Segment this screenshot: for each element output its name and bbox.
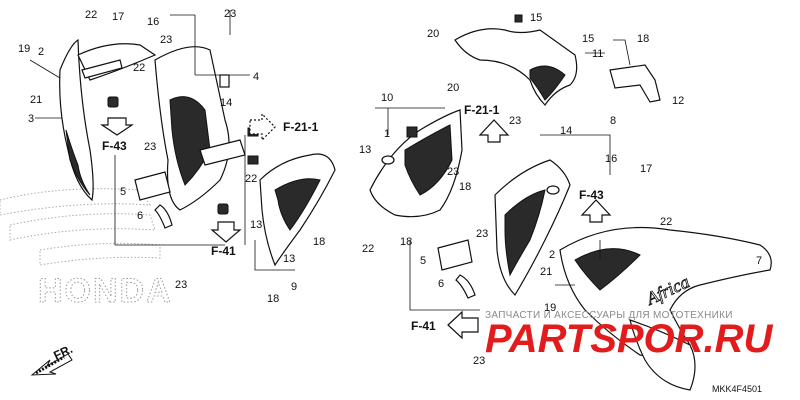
grommet-part-1 — [381, 155, 395, 165]
callout-15: 15 — [530, 12, 542, 24]
callout-21: 21 — [30, 94, 42, 106]
callout-13: 13 — [359, 144, 371, 156]
callout-15: 15 — [582, 33, 594, 45]
reference-labels: F-43 F-21-1 F-41 F-21-1 F-43 F-41 — [102, 103, 604, 333]
diagram-code: MKK4F4501 — [712, 384, 762, 394]
callout-8: 8 — [610, 115, 616, 127]
ref-f43-left: F-43 — [102, 139, 127, 153]
callout-13: 13 — [250, 219, 262, 231]
callout-20: 20 — [427, 28, 439, 40]
pad-part-5-left — [134, 171, 171, 201]
callout-20: 20 — [447, 82, 459, 94]
clip-center — [406, 126, 418, 138]
callout-23: 23 — [476, 228, 488, 240]
callout-14: 14 — [220, 97, 232, 109]
callout-19: 19 — [544, 302, 556, 314]
panel-part-11 — [454, 28, 578, 106]
ref-arrow-f211-left — [249, 112, 276, 142]
ref-arrow-f211-center — [478, 119, 510, 143]
callout-23: 23 — [175, 279, 187, 291]
callout-9: 9 — [291, 281, 297, 293]
callout-14: 14 — [560, 125, 572, 137]
pad-part-5-right — [437, 239, 473, 271]
panel-part-11-dot — [514, 14, 523, 23]
panel-part-11-shade — [529, 65, 566, 101]
callout-2: 2 — [38, 46, 44, 58]
honda-text: HONDA — [38, 272, 173, 310]
cowl-part-3 — [59, 38, 94, 202]
brand-logo: PARTSPOR.RU — [485, 317, 774, 361]
pad-part-6-left — [154, 204, 173, 229]
callout-12: 12 — [672, 95, 684, 107]
ref-arrow-f41-left — [210, 221, 242, 243]
lower-inner-shade — [274, 178, 321, 231]
leader-lines-right — [375, 39, 631, 311]
cover-part-10-shade — [404, 124, 453, 196]
side-cowl-lower — [629, 319, 696, 391]
callout-numbers: 22 17 19 2 21 3 16 23 23 22 4 14 23 5 6 … — [18, 8, 762, 367]
ref-f41-left: F-41 — [211, 244, 236, 258]
honda-logo-watermark: HONDA — [0, 188, 173, 311]
ref-f41-right: F-41 — [411, 319, 436, 333]
callout-11: 11 — [592, 48, 603, 60]
callout-5: 5 — [120, 186, 126, 198]
ref-f43-right: F-43 — [579, 188, 604, 202]
callout-3: 3 — [28, 113, 34, 125]
callout-5: 5 — [420, 255, 426, 267]
callout-4: 4 — [253, 71, 259, 83]
pad-part-6-right — [455, 274, 476, 299]
garnish-part — [81, 59, 123, 79]
callout-16: 16 — [147, 16, 159, 28]
callout-18: 18 — [267, 293, 279, 305]
callout-7: 7 — [756, 255, 762, 267]
callout-1: 1 — [384, 128, 390, 140]
ref-f211-center: F-21-1 — [464, 103, 500, 117]
callout-22: 22 — [245, 173, 257, 185]
callout-23: 23 — [447, 166, 459, 178]
inner-panel-shade — [169, 96, 211, 186]
front-arrow: FR. — [30, 342, 75, 376]
emblem-ring — [546, 185, 560, 195]
callout-18: 18 — [459, 181, 471, 193]
callout-22: 22 — [660, 216, 672, 228]
callout-6: 6 — [137, 210, 143, 222]
callout-13: 13 — [283, 253, 295, 265]
callout-22: 22 — [85, 9, 97, 21]
callout-18: 18 — [637, 33, 649, 45]
callout-23: 23 — [473, 355, 485, 367]
ref-f211-left: F-21-1 — [283, 120, 319, 134]
callout-21: 21 — [540, 266, 552, 278]
callout-16: 16 — [605, 153, 617, 165]
callout-17: 17 — [112, 11, 124, 23]
callout-18: 18 — [400, 236, 412, 248]
ref-arrow-f43-right — [580, 199, 612, 223]
callout-22: 22 — [362, 243, 374, 255]
side-cowl-graphic — [574, 248, 641, 291]
callout-18: 18 — [313, 236, 325, 248]
callout-6: 6 — [438, 278, 444, 290]
callout-17: 17 — [640, 163, 652, 175]
cowl-part-3-shade — [65, 129, 91, 196]
callout-23: 23 — [160, 34, 172, 46]
inner-panel-part-8-shade — [504, 189, 546, 277]
callout-2: 2 — [549, 249, 555, 261]
callout-23: 23 — [509, 115, 521, 127]
ref-arrow-f43-left — [100, 117, 134, 136]
ref-arrow-f41-right — [447, 310, 479, 340]
callout-10: 10 — [381, 92, 393, 104]
callout-22: 22 — [133, 62, 145, 74]
callout-19: 19 — [18, 43, 30, 55]
callout-23: 23 — [144, 141, 156, 153]
leader-lines-left — [29, 10, 295, 271]
callout-23: 23 — [224, 8, 236, 20]
bracket-part-12 — [609, 64, 661, 103]
watermark-text: ЗАПЧАСТИ И АКСЕССУАРЫ ДЛЯ МОТОТЕХНИКИ — [485, 310, 733, 321]
